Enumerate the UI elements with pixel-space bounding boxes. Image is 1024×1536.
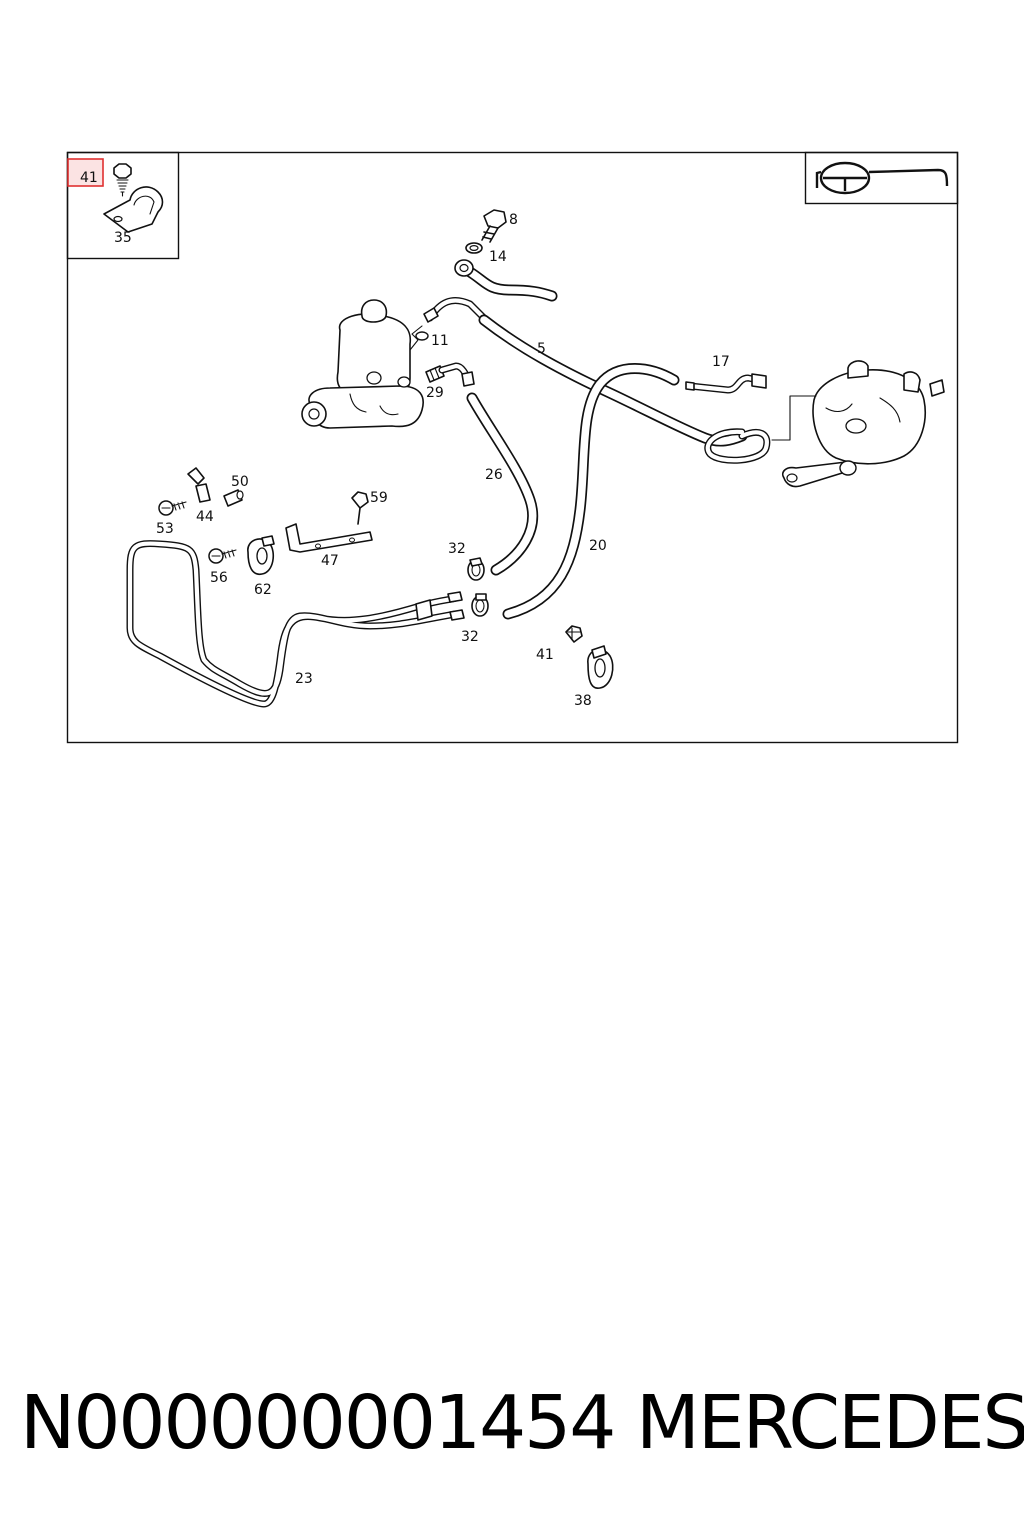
fitting-29 — [425, 362, 475, 387]
hose-20 — [502, 363, 680, 620]
hose-return-line — [464, 266, 558, 302]
callout-8-label: 8 — [509, 212, 518, 228]
bolt-41 — [565, 625, 583, 643]
power-steering-pump — [301, 299, 424, 429]
screw-53 — [158, 500, 187, 516]
washer-14 — [465, 242, 483, 254]
bracket-47 — [285, 523, 373, 553]
spacer-50 — [223, 489, 244, 507]
line-17 — [685, 373, 767, 394]
callout-59-label: 59 — [370, 490, 388, 506]
steering-wheel-inset — [804, 151, 959, 205]
callout-32-bottom-label: 32 — [461, 629, 479, 645]
callout-44-label: 44 — [196, 509, 214, 525]
footer: N000000001454 MERCEDES — [0, 1378, 1024, 1468]
banjo-fitting — [454, 259, 474, 277]
callout-5-label: 5 — [537, 341, 546, 357]
callout-32-top-label: 32 — [448, 541, 466, 557]
steering-wheel-icon — [815, 161, 949, 195]
fitting-11 — [415, 307, 439, 341]
hose-clamp-32-top — [467, 557, 485, 581]
callout-35-label: 35 — [114, 230, 132, 246]
clamp-62 — [247, 535, 275, 576]
callout-47-label: 47 — [321, 553, 339, 569]
bolt-59 — [351, 491, 369, 525]
callout-56-label: 56 — [210, 570, 228, 586]
callout-38-label: 38 — [574, 693, 592, 709]
diagram-frame — [66, 151, 959, 744]
callout-41-label: 41 — [536, 647, 554, 663]
callout-11-label: 11 — [431, 333, 449, 349]
clamp-38 — [587, 645, 614, 689]
callout-41-highlight[interactable] — [67, 158, 104, 187]
pressure-line-5 — [426, 297, 771, 464]
callout-29-label: 29 — [426, 385, 444, 401]
steering-gear-box — [771, 360, 945, 488]
screw-56 — [208, 548, 237, 564]
banjo-bolt-8 — [481, 209, 507, 243]
callout-26-label: 26 — [485, 467, 503, 483]
callout-50-label: 50 — [231, 474, 249, 490]
bracket-44 — [187, 467, 211, 503]
callout-20-label: 20 — [589, 538, 607, 554]
inset-box-bracket: 41 35 — [66, 151, 180, 260]
cooler-pipe-23 — [126, 540, 465, 708]
brand-name: MERCEDES — [636, 1380, 1024, 1466]
part-number: N000000001454 — [20, 1380, 616, 1466]
hose-clamp-32-bottom — [471, 593, 489, 617]
clamp-bracket-35-icon — [103, 186, 164, 233]
bolt-41-inset-icon — [113, 163, 132, 197]
hose-26 — [466, 392, 539, 576]
callout-23-label: 23 — [295, 671, 313, 687]
callout-41-highlighted-label: 41 — [80, 170, 98, 186]
callout-17-label: 17 — [712, 354, 730, 370]
callout-14-label: 14 — [489, 249, 507, 265]
callout-53-label: 53 — [156, 521, 174, 537]
callout-62-label: 62 — [254, 582, 272, 598]
